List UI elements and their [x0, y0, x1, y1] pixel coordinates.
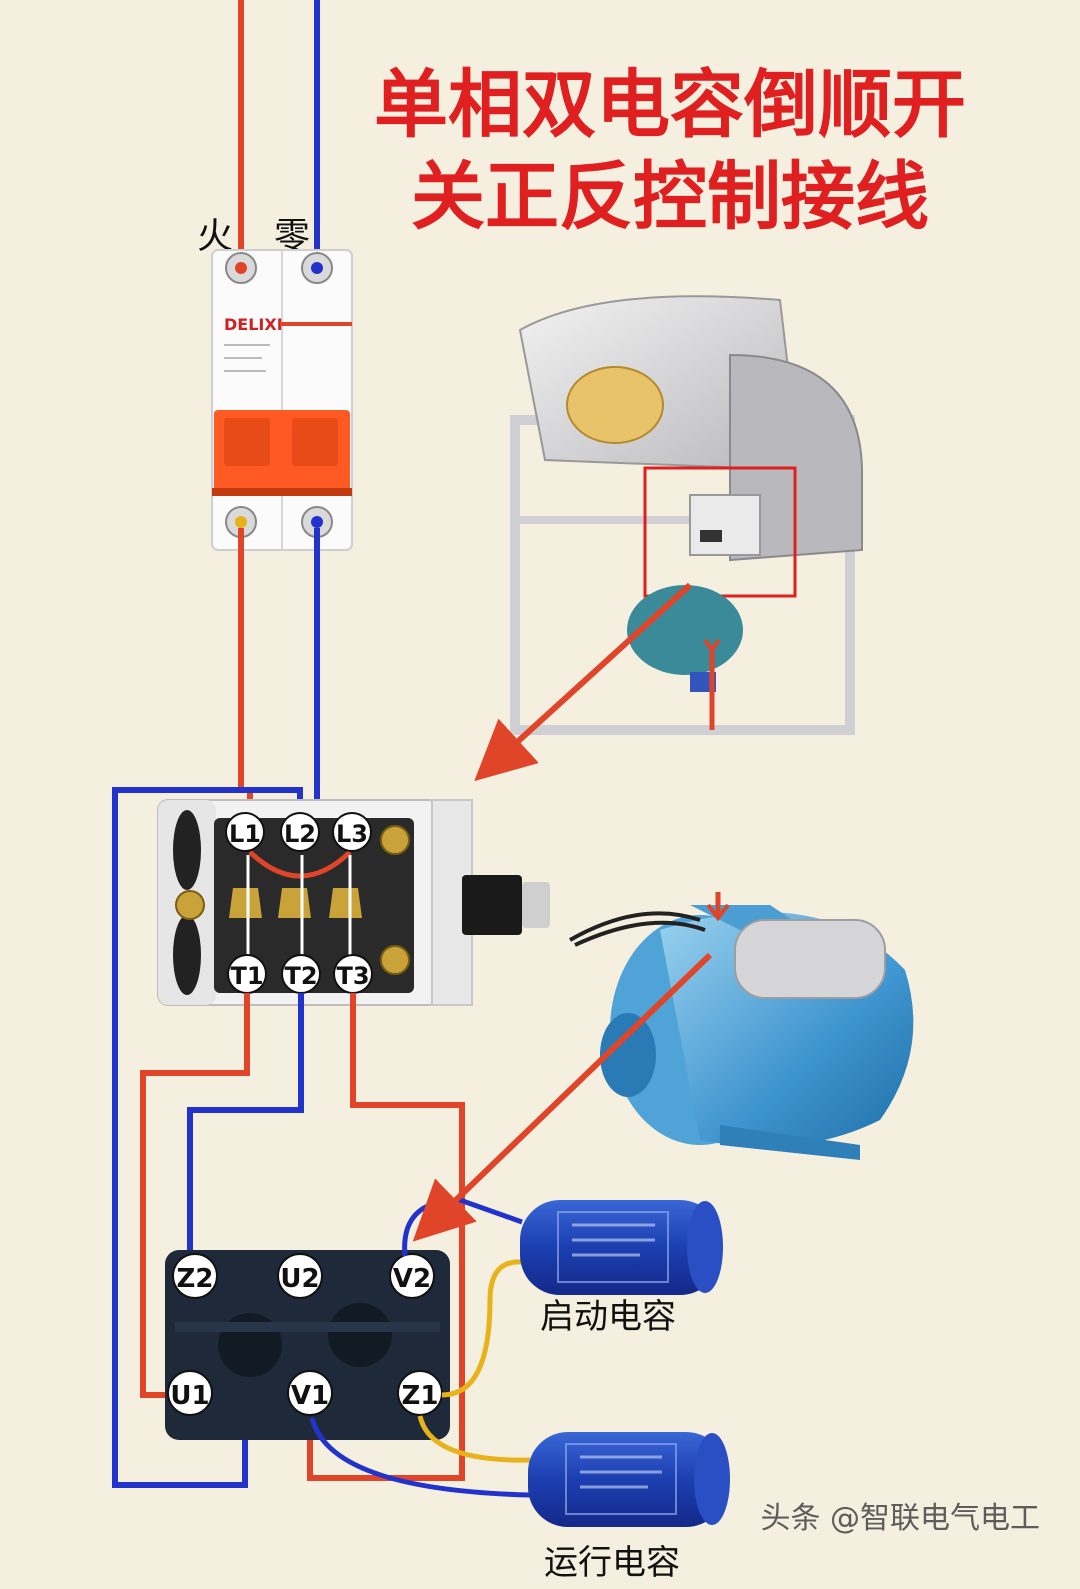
svg-text:T2: T2 — [284, 962, 317, 990]
switch-knob[interactable] — [462, 875, 522, 935]
motor-terminal-u1: U1 — [167, 1370, 213, 1416]
svg-text:Z2: Z2 — [177, 1264, 214, 1294]
motor-terminal-u2: U2 — [277, 1253, 323, 1299]
dough-mixer-machine — [510, 295, 863, 735]
motor-terminal-z1: Z1 — [397, 1370, 443, 1416]
v1-to-run-cap-wire — [309, 1417, 531, 1498]
svg-text:L1: L1 — [229, 820, 261, 848]
svg-text:L3: L3 — [336, 820, 368, 848]
t2-to-z2-wire — [187, 993, 304, 1258]
start-capacitor-label: 启动电容 — [540, 1297, 676, 1337]
arrow-machine-to-switch — [474, 582, 693, 782]
svg-text:T1: T1 — [230, 962, 263, 990]
svg-text:Z1: Z1 — [402, 1381, 439, 1411]
t3-to-v1-wire — [307, 993, 465, 1481]
switch-terminal-t2: T2 — [281, 954, 321, 994]
reversing-switch[interactable] — [157, 799, 550, 1006]
z1-to-start-cap-wire — [441, 1259, 523, 1398]
switch-terminal-t3: T3 — [333, 954, 373, 994]
breaker-brand: DELIXI — [224, 315, 283, 334]
watermark: 头条 @智联电气电工 — [760, 1501, 1040, 1536]
switch-terminal-l1: L1 — [225, 812, 265, 852]
start-capacitor — [520, 1200, 723, 1295]
svg-text:U2: U2 — [280, 1264, 319, 1294]
svg-text:L2: L2 — [284, 820, 316, 848]
motor-terminal-block — [165, 1250, 450, 1440]
svg-text:V2: V2 — [393, 1264, 431, 1294]
run-capacitor — [528, 1432, 730, 1527]
z1-to-run-cap-wire — [417, 1415, 531, 1463]
run-capacitor-label: 运行电容 — [544, 1543, 680, 1583]
svg-text:V1: V1 — [291, 1381, 329, 1411]
switch-terminal-l3: L3 — [332, 812, 372, 852]
switch-terminal-t1: T1 — [227, 954, 267, 994]
motor-terminal-v2: V2 — [389, 1253, 435, 1299]
t1-to-u1-wire — [140, 993, 250, 1398]
live-wire-to-switch — [238, 528, 253, 820]
svg-text:T3: T3 — [336, 962, 369, 990]
svg-text:U1: U1 — [170, 1381, 209, 1411]
title-line-1: 单相双电容倒顺开 — [374, 62, 966, 148]
title-line-2: 关正反控制接线 — [411, 154, 929, 240]
circuit-breaker: DELIXI — [211, 249, 353, 551]
motor-terminal-v1: V1 — [287, 1370, 333, 1416]
switch-terminal-l2: L2 — [280, 812, 320, 852]
arrow-motor-to-terminals — [412, 952, 713, 1242]
electric-motor — [569, 892, 914, 1160]
motor-terminal-z2: Z2 — [172, 1253, 218, 1299]
